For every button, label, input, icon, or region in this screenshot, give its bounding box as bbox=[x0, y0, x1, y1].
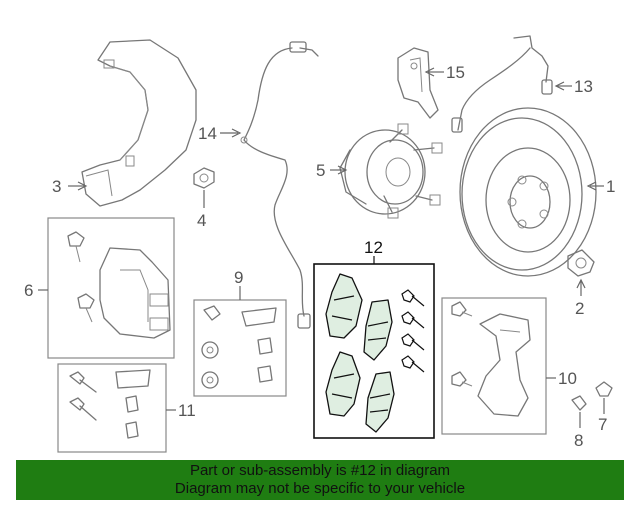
callout-3: 3 bbox=[52, 177, 61, 196]
rotor-screw-part[interactable] bbox=[567, 249, 595, 277]
abs-sensor-front-part[interactable] bbox=[451, 35, 553, 133]
callout-6: 6 bbox=[24, 281, 33, 300]
callout-8: 8 bbox=[574, 431, 583, 450]
caliper-part[interactable] bbox=[67, 231, 171, 339]
callout-11: 11 bbox=[178, 401, 196, 420]
guide-pin-part[interactable] bbox=[69, 369, 151, 439]
caliper-bracket-box bbox=[441, 297, 547, 435]
callout-10: 10 bbox=[558, 369, 577, 388]
info-banner: Part or sub-assembly is #12 in diagram D… bbox=[16, 460, 624, 500]
abs-sensor-part[interactable] bbox=[240, 41, 319, 329]
caliper-box bbox=[47, 217, 175, 359]
callout-1: 1 bbox=[606, 177, 615, 196]
caliper-bracket-part[interactable] bbox=[451, 301, 531, 417]
bracket-part[interactable] bbox=[397, 47, 439, 119]
shield-bolt-part[interactable] bbox=[193, 167, 215, 189]
callout-4: 4 bbox=[197, 211, 206, 230]
callout-2: 2 bbox=[575, 299, 584, 318]
guide-pin-box bbox=[57, 363, 167, 453]
hardware-kit-part[interactable] bbox=[201, 305, 277, 389]
callout-13: 13 bbox=[574, 77, 593, 96]
parts-diagram: 3 4 14 15 13 bbox=[24, 35, 615, 453]
brake-pads-part[interactable] bbox=[325, 273, 425, 433]
banner-line-2: Diagram may not be specific to your vehi… bbox=[174, 480, 466, 497]
callout-5: 5 bbox=[316, 161, 325, 180]
wheel-hub-part[interactable] bbox=[339, 123, 443, 219]
brake-rotor-part[interactable] bbox=[459, 107, 597, 277]
callout-14: 14 bbox=[198, 124, 217, 143]
splash-shield-part[interactable] bbox=[81, 39, 197, 207]
callout-12: 12 bbox=[364, 238, 383, 257]
banner-line-1: Part or sub-assembly is #12 in diagram bbox=[189, 462, 451, 479]
callout-7: 7 bbox=[598, 415, 607, 434]
callout-9: 9 bbox=[234, 268, 243, 287]
callout-15: 15 bbox=[446, 63, 465, 82]
clip-part[interactable] bbox=[571, 381, 613, 411]
